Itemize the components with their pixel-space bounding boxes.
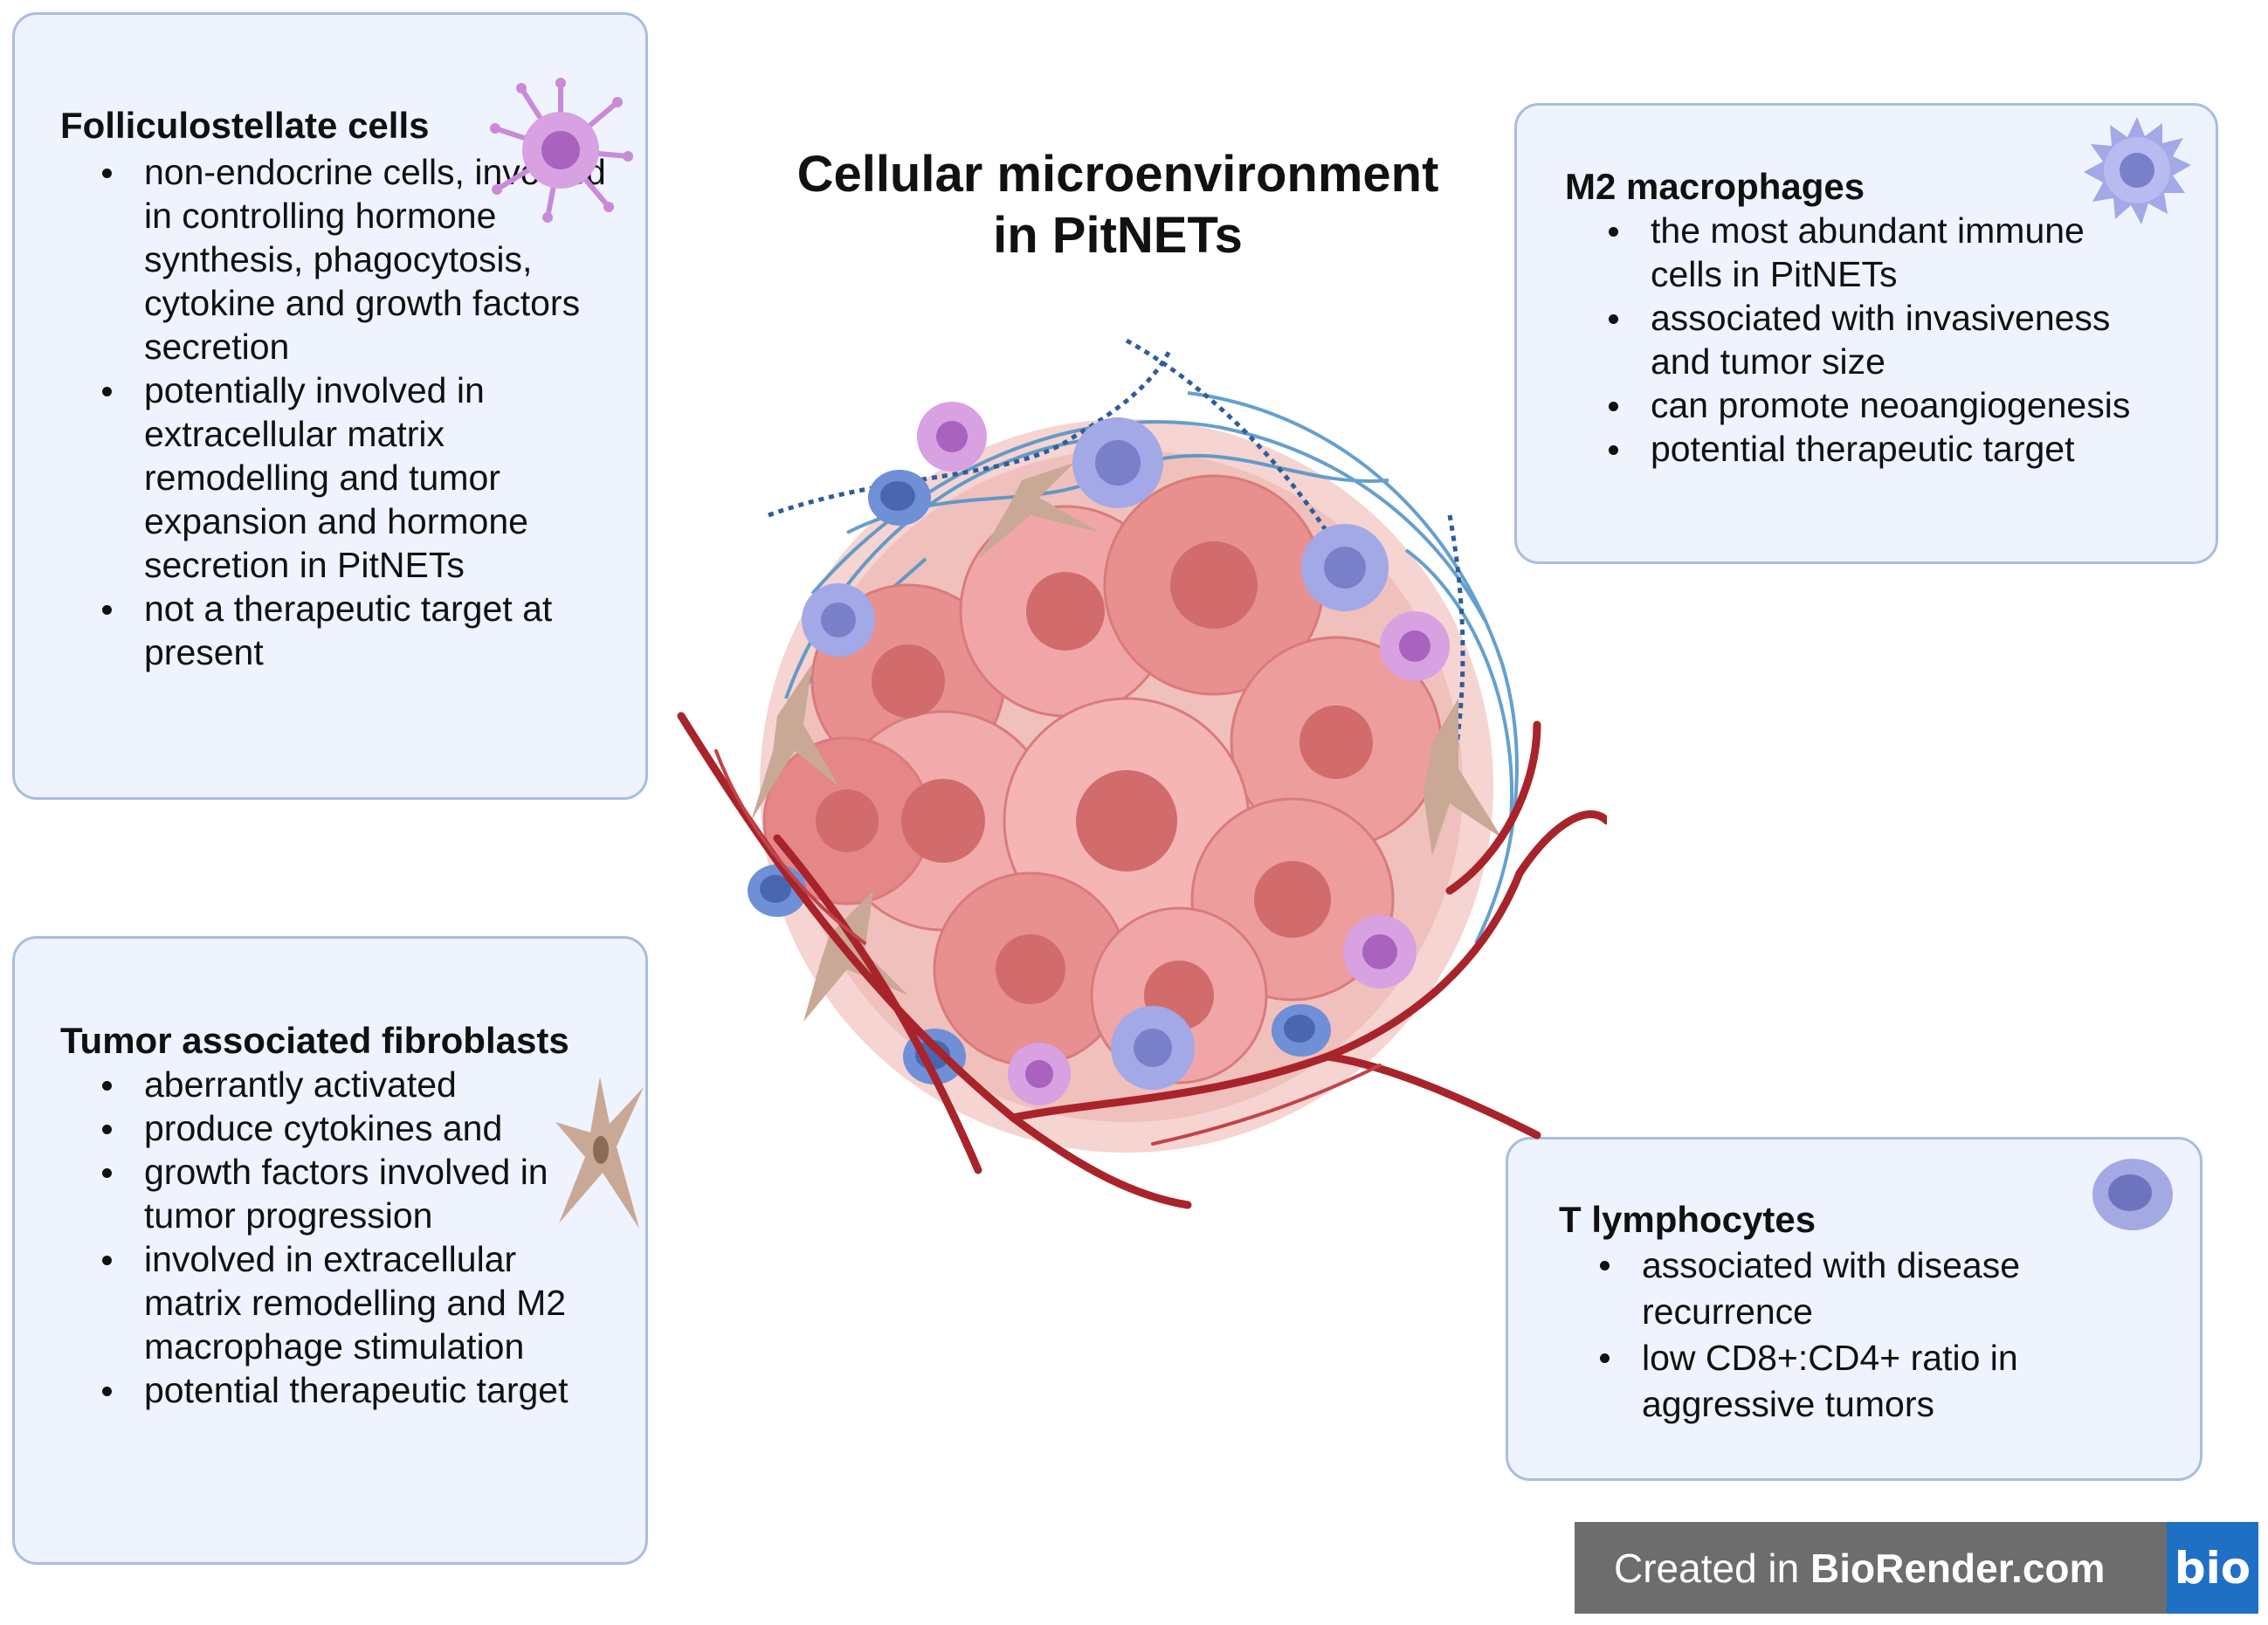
list-item: the most abundant immune cells in PitNET…: [1600, 209, 2159, 296]
list-item: aberrantly activated: [93, 1063, 583, 1106]
credit-prefix: Created in: [1614, 1545, 1811, 1591]
m2-macrophages-title: M2 macrophages: [1565, 166, 1865, 207]
list-item: not a therapeutic target at present: [93, 587, 617, 674]
fibroblast-icon: [555, 1077, 644, 1229]
folliculostellate-title: Folliculostellate cells: [60, 105, 430, 146]
list-item: growth factors involved in tumor progres…: [93, 1150, 583, 1237]
list-item: low CD8+:CD4+ ratio in aggressive tumors: [1591, 1335, 2133, 1428]
fibroblasts-bullets: aberrantly activated produce cytokines a…: [93, 1063, 583, 1412]
list-item: potential therapeutic target: [1600, 427, 2159, 471]
list-item: potential therapeutic target: [93, 1368, 583, 1412]
fibroblasts-panel: Tumor associated fibroblasts aberrantly …: [12, 936, 648, 1565]
title-line-1: Cellular microenvironment: [796, 146, 1439, 203]
title-line-2: in PitNETs: [993, 207, 1243, 264]
folliculostellate-panel: Folliculostellate cells non-endocrine ce…: [12, 12, 648, 800]
m2-macrophage-icon: [2084, 117, 2191, 224]
list-item: can promote neoangiogenesis: [1600, 383, 2159, 427]
tumor-microenvironment-illustration: [677, 338, 1607, 1209]
biorender-logo-icon: bio: [2167, 1522, 2258, 1614]
biorender-credit[interactable]: Created in BioRender.com bio: [1575, 1522, 2258, 1614]
folliculostellate-bullets: non-endocrine cells, involved in control…: [93, 150, 617, 674]
list-item: involved in extracellular matrix remodel…: [93, 1237, 583, 1368]
diagram-title: Cellular microenvironment in PitNETs: [769, 144, 1467, 266]
list-item: non-endocrine cells, involved in control…: [93, 150, 617, 368]
t-lymphocytes-title: T lymphocytes: [1559, 1199, 1816, 1240]
m2-macrophages-bullets: the most abundant immune cells in PitNET…: [1600, 209, 2159, 471]
list-item: associated with invasiveness and tumor s…: [1600, 296, 2159, 383]
list-item: associated with disease recurrence: [1591, 1243, 2133, 1335]
m2-macrophages-panel: M2 macrophages the most abundant immune …: [1514, 103, 2218, 564]
t-lymphocyte-icon: [2092, 1159, 2173, 1230]
credit-text: Created in BioRender.com: [1614, 1545, 2167, 1592]
t-lymphocytes-panel: T lymphocytes associated with disease re…: [1506, 1137, 2203, 1481]
list-item: potentially involved in extracellular ma…: [93, 368, 617, 587]
list-item: produce cytokines and: [93, 1106, 583, 1150]
fibroblasts-title: Tumor associated fibroblasts: [60, 1020, 569, 1061]
t-lymphocytes-bullets: associated with disease recurrence low C…: [1591, 1243, 2133, 1428]
credit-brand: BioRender.com: [1810, 1545, 2106, 1591]
folliculostellate-cell-icon: [490, 78, 633, 223]
